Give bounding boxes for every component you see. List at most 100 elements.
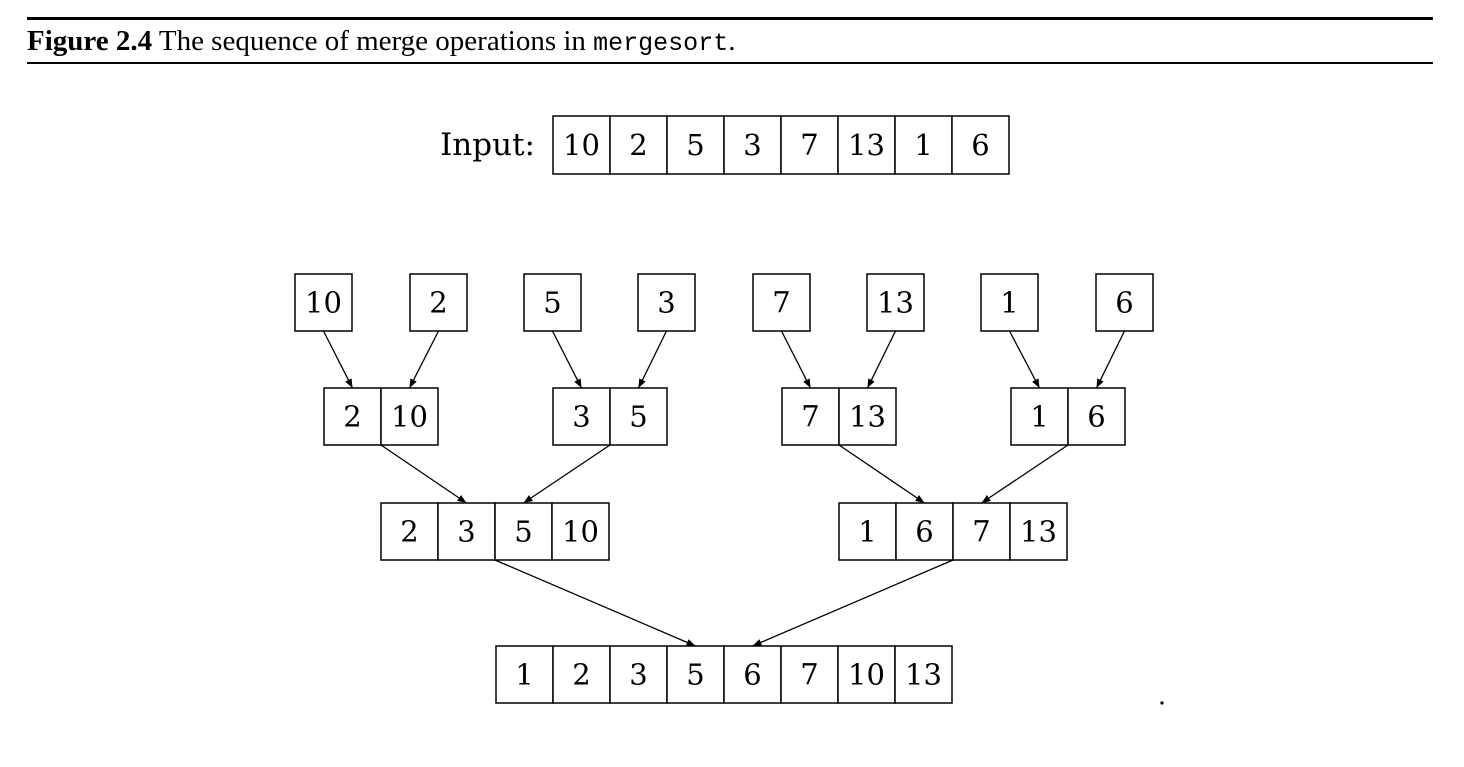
- array-cell-value: 3: [457, 515, 475, 549]
- array-cell: [437, 502, 496, 561]
- input-cell: 1: [894, 115, 953, 175]
- merge-arrow: [380, 444, 467, 504]
- merge-arrow: [838, 444, 925, 504]
- array-cell-value: 13: [905, 658, 942, 692]
- array-cell-value: 10: [391, 400, 428, 434]
- array-cell: [780, 645, 839, 704]
- merge-array-level-0: 6: [1095, 273, 1154, 332]
- merge-array-level-2: 1 6 7 13: [838, 502, 1068, 561]
- array-cell-value: 13: [849, 400, 886, 434]
- input-cell: 10: [552, 115, 611, 175]
- array-cell-value: 5: [543, 286, 561, 320]
- array-cell-value: 7: [772, 286, 790, 320]
- array-cell: [494, 502, 553, 561]
- merge-arrow: [408, 330, 440, 389]
- merge-arrow: [494, 559, 696, 647]
- array-cell-value: 7: [801, 400, 819, 434]
- merge-arrow: [551, 330, 583, 389]
- array-cell-value: 5: [514, 515, 532, 549]
- stray-dot: [1160, 701, 1164, 705]
- array-cell: [409, 273, 468, 332]
- array-cell: [609, 387, 668, 446]
- merge-array-level-1: 2 10: [323, 387, 439, 446]
- array-cell: [294, 273, 353, 332]
- merge-arrow: [866, 330, 897, 389]
- array-cell-value: 5: [629, 400, 647, 434]
- array-cell-value: 2: [572, 658, 590, 692]
- merge-array-level-0: 2: [409, 273, 468, 332]
- input-cell: 5: [666, 115, 725, 175]
- array-cell-value: 2: [343, 400, 361, 434]
- input-cell-value: 7: [800, 128, 818, 162]
- array-cell: [1009, 502, 1068, 561]
- array-cell: [866, 273, 925, 332]
- merge-arrow: [523, 444, 611, 504]
- array-cell: [637, 273, 696, 332]
- merge-arrows: [322, 330, 1126, 647]
- merge-arrow: [752, 559, 954, 647]
- merge-arrow: [637, 330, 668, 389]
- array-cell-value: 7: [800, 658, 818, 692]
- input-cell: 6: [951, 115, 1010, 175]
- array-cell: [551, 502, 610, 561]
- merge-array-level-0: 7: [752, 273, 811, 332]
- array-cell-value: 6: [1115, 286, 1133, 320]
- merge-array-level-0: 13: [866, 273, 925, 332]
- array-cell-value: 3: [629, 658, 647, 692]
- array-cell-value: 1: [1000, 286, 1018, 320]
- array-cell: [552, 387, 611, 446]
- top-rule: [27, 17, 1433, 20]
- array-cell: [523, 273, 582, 332]
- array-cell-value: 7: [972, 515, 990, 549]
- input-label: Input:: [440, 127, 535, 163]
- array-cell-value: 13: [877, 286, 914, 320]
- array-cell-value: 5: [686, 658, 704, 692]
- array-cell: [752, 273, 811, 332]
- input-cell-value: 2: [629, 128, 647, 162]
- caption-text: The sequence of merge operations in: [152, 25, 594, 57]
- array-cell-value: 6: [915, 515, 933, 549]
- array-cell: [380, 502, 439, 561]
- array-cell: [781, 387, 840, 446]
- array-cell-value: 13: [1020, 515, 1057, 549]
- array-cell-value: 3: [657, 286, 675, 320]
- input-cell-box: [894, 115, 953, 175]
- input-cell-value: 3: [743, 128, 761, 162]
- array-cell-value: 2: [429, 286, 447, 320]
- array-cell-value: 1: [858, 515, 876, 549]
- array-cell-value: 3: [572, 400, 590, 434]
- input-cell-box: [609, 115, 668, 175]
- input-cell: 13: [837, 115, 896, 175]
- merge-array-level-0: 5: [523, 273, 582, 332]
- input-cell: 3: [723, 115, 782, 175]
- figure-caption: Figure 2.4 The sequence of merge operati…: [27, 24, 735, 61]
- merge-array-level-0: 1: [980, 273, 1039, 332]
- merge-arrow: [981, 444, 1069, 504]
- input-cell-value: 10: [563, 128, 600, 162]
- input-cell-box: [723, 115, 782, 175]
- figure-label: Figure 2.4: [27, 25, 153, 57]
- merge-array-level-0: 10: [294, 273, 353, 332]
- input-cell-box: [666, 115, 725, 175]
- array-cell-value: 10: [848, 658, 885, 692]
- caption-rule: [27, 62, 1433, 64]
- input-cell-value: 5: [686, 128, 704, 162]
- caption-period: .: [728, 25, 736, 57]
- array-cell: [980, 273, 1039, 332]
- array-cell-value: 1: [1030, 400, 1048, 434]
- input-cell: 2: [609, 115, 668, 175]
- array-cell-value: 6: [743, 658, 761, 692]
- array-cell: [609, 645, 668, 704]
- array-cell: [380, 387, 439, 446]
- input-cell-value: 13: [848, 128, 885, 162]
- array-cell: [837, 645, 896, 704]
- input-cell-box: [780, 115, 839, 175]
- array-cell: [838, 387, 897, 446]
